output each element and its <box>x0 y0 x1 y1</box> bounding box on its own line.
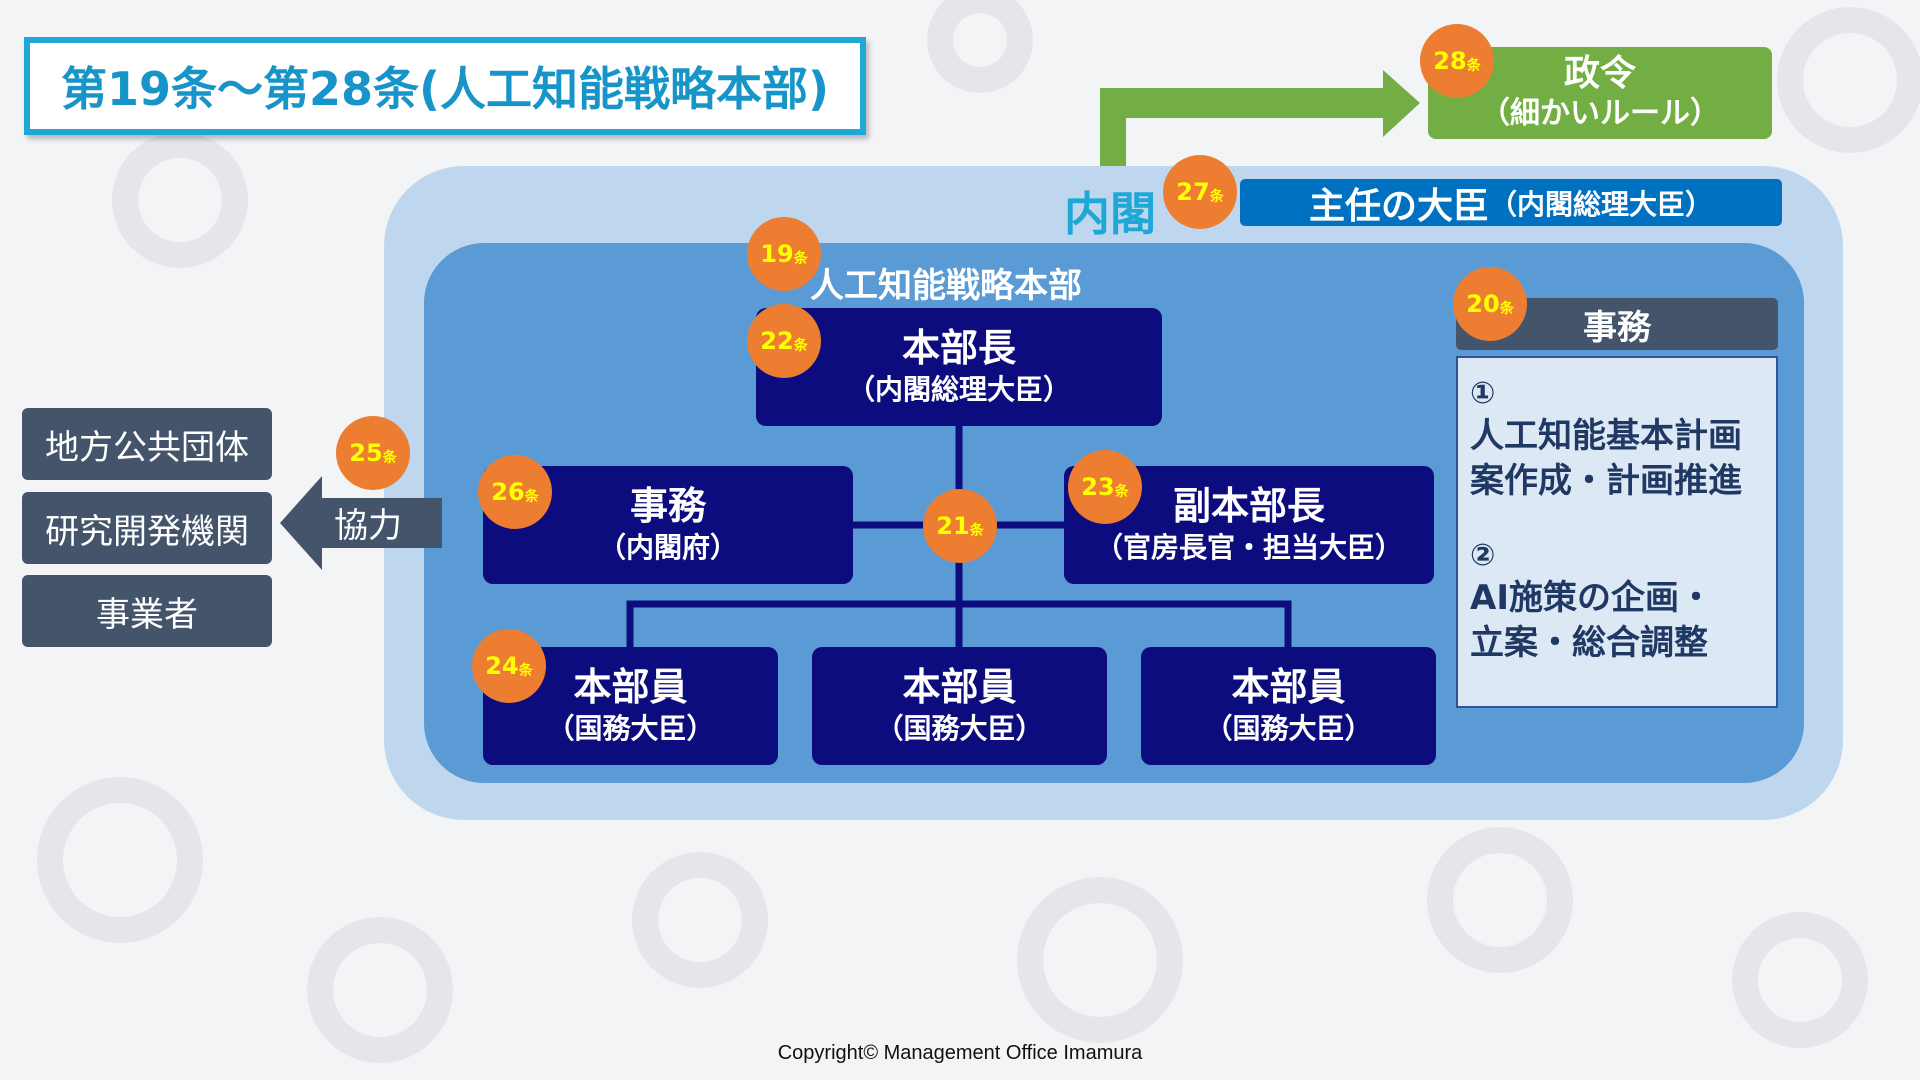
secretariat-title: 事務 <box>629 484 706 528</box>
hq-member-box: 本部員 （国務大臣） <box>812 647 1107 765</box>
hq-member-title: 本部員 <box>573 665 688 709</box>
hq-member-subtitle: （国務大臣） <box>875 712 1044 745</box>
affairs-item-line: 案作成・計画推進 <box>1470 461 1742 501</box>
entity-research-institution: 研究開発機関 <box>22 492 272 564</box>
affairs-list: ① 人工知能基本計画 案作成・計画推進 ② AI施策の企画・ 立案・総合調整 <box>1456 356 1778 708</box>
hq-member-title: 本部員 <box>902 665 1017 709</box>
affairs-item-number: ② <box>1470 538 1496 573</box>
hq-member-subtitle: （国務大臣） <box>1204 712 1373 745</box>
hq-member-subtitle: （国務大臣） <box>546 712 715 745</box>
slide-title: 第19条～第28条(人工知能戦略本部) <box>24 37 866 135</box>
entity-business-operator: 事業者 <box>22 575 272 647</box>
deputy-chief-title: 副本部長 <box>1172 484 1325 528</box>
green-arrow-icon <box>1100 70 1420 173</box>
seirei-title: 政令 <box>1563 53 1636 94</box>
affairs-item-line: 人工知能基本計画 <box>1470 416 1742 456</box>
affairs-item-number: ① <box>1470 376 1496 411</box>
hq-member-title: 本部員 <box>1231 665 1346 709</box>
cabinet-label: 内閣 <box>1064 187 1156 241</box>
hq-chief-subtitle: （内閣総理大臣） <box>846 373 1071 406</box>
affairs-item-line: 立案・総合調整 <box>1470 623 1708 663</box>
deputy-chief-subtitle: （官房長官・担当大臣） <box>1094 531 1403 564</box>
secretariat-subtitle: （内閣府） <box>597 531 738 564</box>
hq-member-box: 本部員 （国務大臣） <box>1141 647 1436 765</box>
cooperation-label: 協力 <box>334 506 402 546</box>
hq-chief-title: 本部長 <box>901 326 1016 370</box>
affairs-item-line: AI施策の企画・ <box>1470 578 1713 618</box>
hq-chief-box: 本部長 （内閣総理大臣） <box>756 308 1162 426</box>
responsible-minister-bar: 主任の大臣 （内閣総理大臣） <box>1240 179 1782 227</box>
hq-label: 人工知能戦略本部 <box>810 266 1082 306</box>
copyright-footer: Copyright© Management Office Imamura <box>777 1042 1143 1064</box>
minister-title: 主任の大臣 <box>1308 185 1489 227</box>
seirei-subtitle: （細かいルール） <box>1480 96 1720 131</box>
entity-local-government: 地方公共団体 <box>22 408 272 480</box>
cooperation-arrow-icon <box>280 476 442 570</box>
minister-subtitle: （内閣総理大臣） <box>1489 187 1714 221</box>
